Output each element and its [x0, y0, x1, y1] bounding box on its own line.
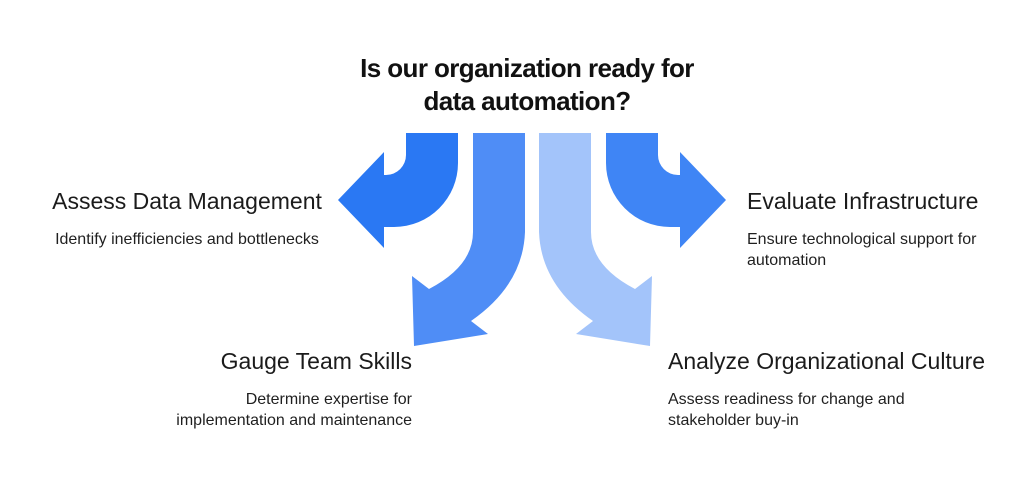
section-heading: Assess Data Management	[52, 188, 322, 214]
page-title-line2: data automation?	[423, 86, 631, 116]
arrow-left-icon	[338, 133, 458, 248]
section-description: Determine expertise for implementation a…	[176, 391, 412, 429]
section-gauge-team-skills: Gauge Team Skills Determine expertise fo…	[112, 347, 412, 431]
section-description: Assess readiness for change and stakehol…	[668, 391, 905, 429]
section-evaluate-infrastructure: Evaluate Infrastructure Ensure technolog…	[747, 187, 1024, 271]
section-assess-data-management: Assess Data Management Identify ineffici…	[27, 187, 347, 250]
section-analyze-organizational-culture: Analyze Organizational Culture Assess re…	[668, 347, 1008, 431]
section-heading: Analyze Organizational Culture	[668, 348, 986, 374]
arrow-down-right-icon	[539, 133, 652, 346]
page-title-line1: Is our organization ready for	[360, 53, 694, 83]
section-description: Ensure technological support for automat…	[747, 231, 977, 269]
arrow-down-left-icon	[412, 133, 525, 346]
arrow-right-icon	[606, 133, 726, 248]
section-description: Identify inefficiencies and bottlenecks	[55, 231, 319, 248]
page-title: Is our organization ready for data autom…	[277, 52, 777, 118]
section-heading: Evaluate Infrastructure	[747, 188, 979, 214]
section-heading: Gauge Team Skills	[220, 348, 412, 374]
